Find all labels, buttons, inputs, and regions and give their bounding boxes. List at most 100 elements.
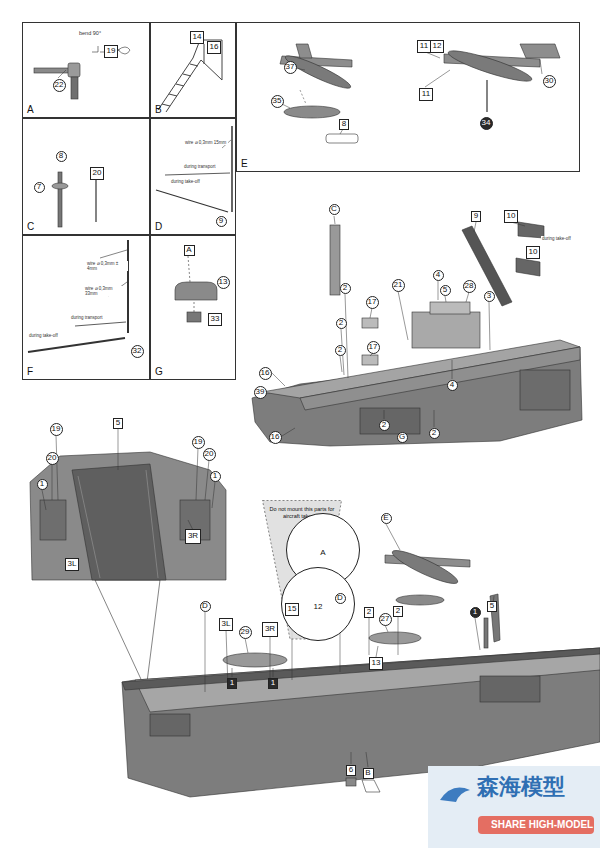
leader-line: [196, 448, 198, 500]
ship-hull: [362, 780, 380, 792]
leader-line: [452, 360, 453, 379]
callout-number: 22: [53, 79, 66, 92]
leader-line: [282, 428, 295, 436]
callout-text: 17: [368, 298, 377, 306]
leader-line: [340, 356, 342, 372]
ship-hull: [223, 653, 287, 667]
leader-line: [282, 51, 542, 134]
callout-number: 7: [34, 182, 45, 193]
mast-part: [58, 172, 62, 227]
callout-text: 2: [343, 284, 347, 292]
leader-line: [434, 410, 435, 427]
ladder-part: [176, 84, 184, 86]
leader-line: [52, 464, 53, 500]
annotation: during transport: [183, 164, 217, 169]
leader-line: [351, 752, 352, 764]
ladder-part: [193, 40, 222, 80]
ship-hull: [300, 347, 580, 410]
callout-text: 29: [241, 628, 250, 636]
leader-line: [205, 612, 206, 692]
annotation: during take-off: [541, 236, 572, 241]
annotation: bend 90°: [78, 30, 102, 36]
aircraft: [283, 51, 353, 92]
leader-line: [340, 129, 343, 134]
derrick-part: [127, 240, 129, 333]
watermark: SHARE HIGH-MODEL: [490, 819, 594, 831]
annotation: during transport: [70, 315, 104, 320]
leader-line: [212, 482, 215, 508]
derrick-part: [28, 338, 125, 352]
leader-line: [398, 291, 408, 340]
callout-number: 32: [131, 345, 144, 358]
callout-text: 1: [213, 472, 217, 480]
callout-text: 1: [473, 608, 477, 616]
callout-number: 2: [335, 345, 346, 356]
leader-line: [376, 646, 378, 657]
callout-text: 30: [545, 77, 554, 85]
step-letter: B: [155, 104, 162, 115]
callout-text: 16: [261, 369, 270, 377]
callout-text: A: [292, 548, 354, 558]
watermark-ground: [428, 766, 600, 848]
callout-text: 19: [107, 47, 116, 55]
callout-number: 1: [470, 607, 481, 618]
derrick-part: [156, 190, 228, 212]
leader-line: [42, 490, 46, 510]
callout-text: D: [337, 594, 343, 602]
detail-hull: [72, 464, 166, 580]
leader-line: [384, 410, 385, 419]
ship-hull: [389, 545, 460, 588]
gun-part: [68, 63, 80, 77]
callout-text: 35: [273, 97, 282, 105]
ladder-part: [190, 64, 198, 66]
aircraft: [296, 44, 312, 58]
leader-line: [366, 752, 368, 767]
callout-text: 5: [490, 602, 494, 610]
derrick-part: [231, 126, 233, 212]
leader-line: [334, 216, 335, 224]
callout-text: 2: [396, 607, 400, 615]
annotation: during take-off: [170, 179, 201, 184]
ladder-part: [183, 74, 191, 76]
detail-hull: [40, 500, 66, 540]
watermark-ground: [478, 816, 594, 834]
part-number-box: 20: [90, 167, 104, 180]
aircraft: [326, 134, 358, 143]
callout-text: 5: [443, 286, 447, 294]
callout-text: 15: [288, 605, 297, 613]
leader-line: [118, 429, 119, 470]
callout-text: 27: [381, 615, 390, 623]
watermark: 森海模型: [476, 774, 566, 799]
ship-hull: [360, 408, 420, 434]
gun-tub: [187, 312, 201, 322]
gun-part: [71, 77, 78, 99]
callout-number: 21: [392, 279, 405, 292]
derrick-part: [28, 240, 128, 352]
leader-line: [56, 435, 58, 500]
ladder-part: [166, 60, 201, 112]
aircraft: [446, 46, 534, 87]
ship-hull: [122, 545, 600, 797]
callout-text: 13: [219, 278, 228, 286]
ladder-part: [158, 58, 193, 110]
leader-line: [385, 625, 388, 632]
callout-number: 19: [192, 436, 205, 449]
callout-text: 1: [230, 679, 234, 687]
callout-number: 2: [379, 420, 390, 431]
part-number-box: 19: [104, 45, 118, 58]
ship-hull: [346, 778, 356, 786]
callout-number: 20: [203, 448, 216, 461]
ship-hull: [396, 595, 444, 605]
callout-text: 33: [211, 315, 220, 323]
callout-number: 17: [367, 341, 380, 354]
note-region: Do not mount this parts for aircraft tak…: [262, 500, 342, 640]
callout-text: 13: [372, 659, 381, 667]
step-letter: G: [155, 366, 163, 377]
callout-text: 39: [256, 388, 265, 396]
leader-line: [540, 60, 542, 74]
part-number-box: 15: [285, 603, 299, 616]
ship-hull: [516, 258, 540, 276]
callout-number: 17: [366, 296, 379, 309]
